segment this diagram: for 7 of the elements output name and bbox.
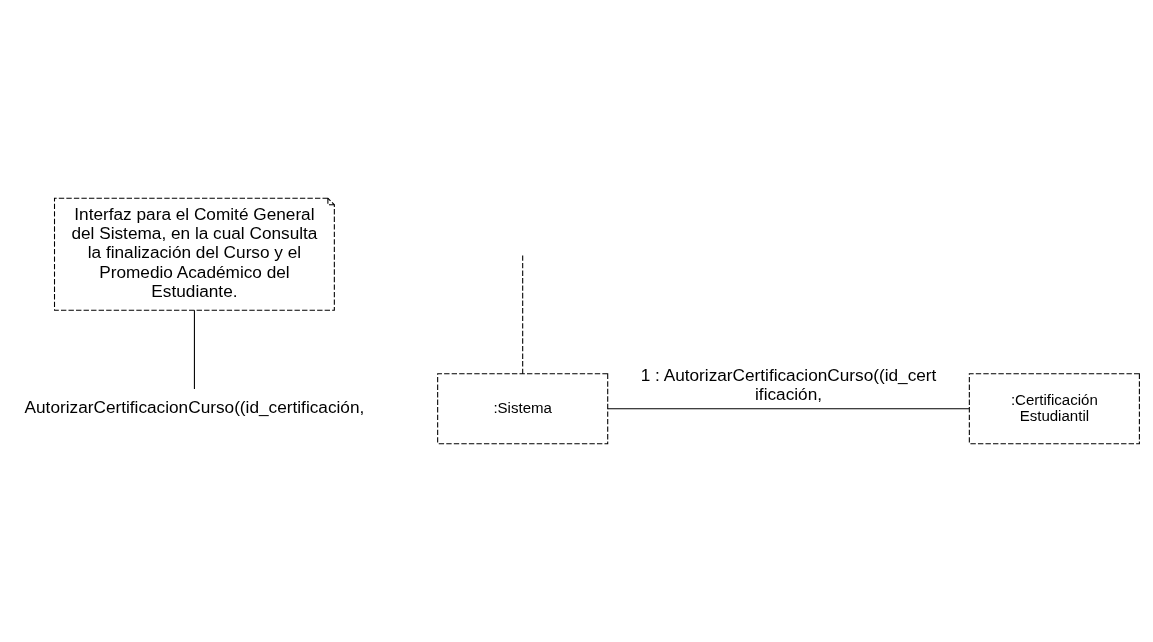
connector [193, 309, 195, 390]
edge-label: 1 : AutorizarCertificacionCurso((id_certificación, [640, 364, 937, 404]
connector [522, 254, 524, 375]
connector [607, 408, 970, 410]
node-box: :Sistema [437, 373, 609, 445]
node-text: AutorizarCertificacionCurso((id_certificación, [24, 396, 365, 417]
node-box: :Certificación Estudiantil [968, 373, 1140, 445]
